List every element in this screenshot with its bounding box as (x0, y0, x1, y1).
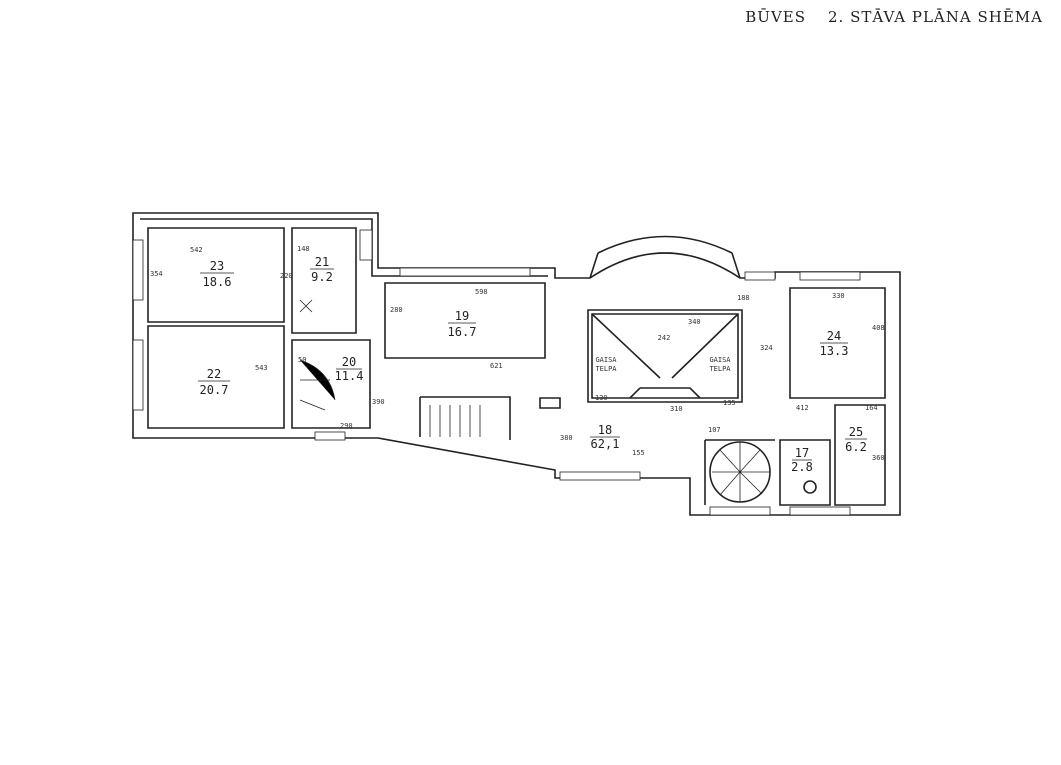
plan-line (539, 397, 561, 409)
room-area: 16.7 (448, 325, 477, 339)
room-22: 22 20.7 (198, 367, 230, 397)
room-17: 17 2.8 (791, 446, 813, 474)
room-number: 25 (849, 425, 863, 439)
room-number: 21 (315, 255, 329, 269)
dimension: 290 (340, 422, 353, 430)
room-area: 11.4 (335, 369, 364, 383)
lightwell-label-right-1: GAISA (709, 356, 731, 364)
dimension: 621 (490, 362, 503, 370)
dimension: 188 (737, 294, 750, 302)
dimension: 107 (708, 426, 721, 434)
dimension: 135 (723, 399, 736, 407)
room-18: 18 62,1 (590, 423, 620, 451)
dimension: 412 (796, 404, 809, 412)
room-number: 24 (827, 329, 841, 343)
room-number: 19 (455, 309, 469, 323)
window (359, 229, 373, 261)
dimensions: 542 354 148 543 220 598 280 621 290 390 … (150, 245, 885, 462)
plan-line (299, 299, 313, 313)
dimension: 542 (190, 246, 203, 254)
lightwell-number: 242 (658, 334, 671, 342)
dimension: 543 (255, 364, 268, 372)
plan-line (834, 404, 886, 506)
plan-line (419, 396, 511, 440)
room-area: 13.3 (820, 344, 849, 358)
plan-line (591, 313, 739, 399)
dimension: 148 (297, 245, 310, 253)
plan-line (429, 405, 481, 437)
plan-line (291, 227, 371, 429)
dimension: 130 (595, 394, 608, 402)
dimension: 155 (632, 449, 645, 457)
dimension: 380 (560, 434, 573, 442)
room-25: 25 6.2 (845, 425, 867, 454)
dimension: 324 (760, 344, 773, 352)
windows (132, 229, 861, 516)
room-24: 24 13.3 (820, 329, 849, 358)
plan-line (704, 439, 775, 505)
lightwell-label-left-2: TELPA (595, 365, 617, 373)
window (744, 271, 776, 281)
title-part-1: BŪVES (745, 8, 807, 26)
plan-line (779, 439, 831, 506)
room-number: 20 (342, 355, 356, 369)
room-area: 6.2 (845, 440, 867, 454)
dimension: 220 (280, 272, 293, 280)
room-area: 18.6 (203, 275, 232, 289)
plan-line (587, 309, 743, 403)
room-area: 20.7 (200, 383, 229, 397)
window (789, 506, 851, 516)
lightwell: 242 GAISA TELPA GAISA TELPA (595, 334, 731, 373)
dimension: 340 (688, 318, 701, 326)
dimension: 310 (670, 405, 683, 413)
window (399, 267, 531, 277)
room-21: 21 9.2 (310, 255, 334, 284)
plan-line (589, 235, 741, 279)
room-23: 23 18.6 (200, 259, 234, 289)
room-number: 23 (210, 259, 224, 273)
dimension: 280 (390, 306, 403, 314)
room-number: 22 (207, 367, 221, 381)
window (799, 271, 861, 281)
plan-line (299, 359, 336, 411)
room-area: 9.2 (311, 270, 333, 284)
room-area: 2.8 (791, 460, 813, 474)
window (559, 471, 641, 481)
plan-line (384, 282, 546, 359)
room-number: 18 (598, 423, 612, 437)
lightwell-label-right-2: TELPA (709, 365, 731, 373)
plan-line (789, 287, 886, 399)
window (314, 431, 346, 441)
plan-line (132, 212, 901, 516)
dimension: 408 (872, 324, 885, 332)
dimension: 598 (475, 288, 488, 296)
room-area: 62,1 (591, 437, 620, 451)
dimension: 50 (298, 356, 306, 364)
plan-line (712, 442, 770, 502)
window (709, 506, 771, 516)
drawing-title: BŪVES 2. STĀVA PLĀNA SHĒMA (723, 8, 1043, 26)
dimension: 354 (150, 270, 163, 278)
dimension: 390 (372, 398, 385, 406)
window (132, 239, 144, 301)
room-number: 17 (795, 446, 809, 460)
plan-line (803, 480, 817, 494)
room-19: 19 16.7 (448, 309, 477, 339)
dimension: 330 (832, 292, 845, 300)
dimension: 164 (865, 404, 878, 412)
dimension: 360 (872, 454, 885, 462)
title-part-2: 2. STĀVA PLĀNA SHĒMA (828, 8, 1043, 26)
lightwell-label-left-1: GAISA (595, 356, 617, 364)
window (132, 339, 144, 411)
room-20: 20 11.4 (335, 355, 364, 383)
walls (132, 212, 901, 516)
